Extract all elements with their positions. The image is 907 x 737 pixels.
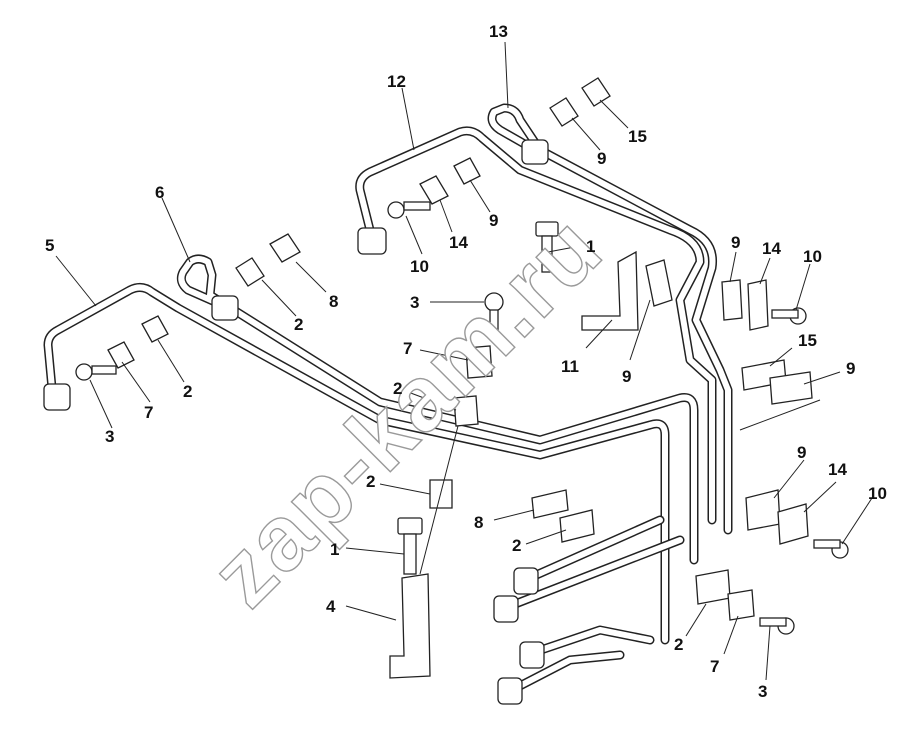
part-labels: 13 12 15 9 6 5 8 2 14 9 10 1 9 14 10 3 1… (45, 22, 887, 701)
part-label-7: 7 (403, 339, 412, 358)
part-label-3: 3 (410, 293, 419, 312)
part-label-7: 7 (710, 657, 719, 676)
union-nut (357, 227, 387, 255)
part-label-1: 1 (586, 237, 595, 256)
part-label-2: 2 (512, 536, 521, 555)
clamp-plate (453, 395, 479, 427)
part-label-6: 6 (155, 183, 164, 202)
part-label-11: 11 (561, 357, 579, 376)
part-label-14: 14 (762, 239, 781, 258)
bracket-4 (389, 573, 431, 679)
part-label-10: 10 (410, 257, 429, 276)
part-label-2: 2 (393, 379, 402, 398)
part-label-3: 3 (758, 682, 767, 701)
union-nuts (43, 139, 549, 705)
clamp-plate (419, 175, 449, 205)
part-label-2: 2 (674, 635, 683, 654)
leader-lines (55, 41, 873, 681)
clamp-plate (235, 257, 265, 287)
clamp-plate (465, 345, 493, 379)
fuel-tubes (43, 103, 733, 695)
part-label-15: 15 (628, 127, 647, 146)
clamp-plate (645, 259, 673, 307)
clamp-plate (581, 77, 611, 107)
part-label-9: 9 (489, 211, 498, 230)
clamp-plate (549, 97, 579, 127)
part-label-1: 1 (330, 540, 339, 559)
clamp-plate (777, 503, 809, 545)
part-label-14: 14 (828, 460, 847, 479)
bolt-1-upper (535, 221, 559, 273)
union-nut (513, 567, 539, 595)
clamp-plate (107, 341, 135, 369)
part-label-9: 9 (597, 149, 606, 168)
clamp-plate (531, 489, 569, 519)
bolt-10 (387, 201, 431, 219)
bolt-10 (771, 307, 807, 325)
part-label-3: 3 (105, 427, 114, 446)
part-label-2: 2 (294, 315, 303, 334)
clamp-plate (695, 569, 731, 605)
part-label-10: 10 (868, 484, 887, 503)
part-label-15: 15 (798, 331, 817, 350)
clamp-plate (745, 489, 781, 531)
bolt-1-lower (397, 517, 423, 575)
union-nut (211, 295, 239, 321)
union-nut (521, 139, 549, 165)
clamp-plate (769, 371, 813, 405)
clamp-plate (727, 589, 755, 621)
part-label-7: 7 (144, 403, 153, 422)
clamp-plate (721, 279, 743, 321)
hardware (75, 77, 849, 679)
union-nut (493, 595, 519, 623)
part-label-4: 4 (326, 597, 336, 616)
part-label-5: 5 (45, 236, 54, 255)
part-label-8: 8 (329, 292, 338, 311)
clamp-plate (269, 233, 301, 263)
union-nut (497, 677, 523, 705)
clamp-plate (747, 279, 769, 331)
part-label-9: 9 (622, 367, 631, 386)
union-nut (519, 641, 545, 669)
union-nut (43, 383, 71, 411)
part-label-2: 2 (183, 382, 192, 401)
clamp-plate (453, 157, 481, 185)
part-label-12: 12 (387, 72, 406, 91)
part-label-2: 2 (366, 472, 375, 491)
part-label-13: 13 (489, 22, 508, 41)
bolt-3 (759, 617, 795, 635)
part-label-9: 9 (731, 233, 740, 252)
part-label-8: 8 (474, 513, 483, 532)
bolt-3 (484, 292, 504, 331)
part-label-14: 14 (449, 233, 468, 252)
bracket-11 (581, 250, 639, 331)
part-label-10: 10 (803, 247, 822, 266)
clamp-plate (141, 315, 169, 343)
bolt-10 (813, 539, 849, 559)
part-label-9: 9 (797, 443, 806, 462)
part-label-9: 9 (846, 359, 855, 378)
clamp-plate (559, 509, 595, 543)
bolt-3 (75, 363, 117, 381)
